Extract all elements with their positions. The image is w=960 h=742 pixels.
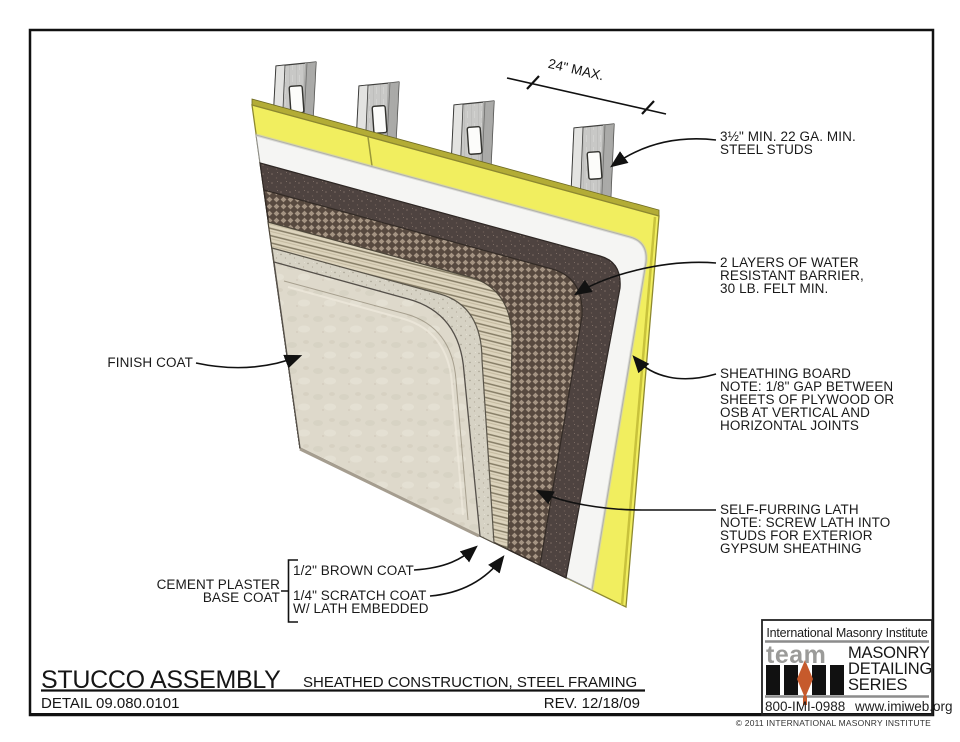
water-barrier-shade xyxy=(255,133,648,591)
leader-steel-studs xyxy=(610,138,717,168)
label-scratch-coat: 1/4" SCRATCH COAT W/ LATH EMBEDDED xyxy=(293,588,429,616)
institute-name: International Masonry Institute xyxy=(766,626,928,640)
imi-logo-mark xyxy=(766,660,844,705)
label-finish-coat: FINISH COAT xyxy=(107,355,193,370)
dimension-text: 24" MAX. xyxy=(547,56,606,83)
website-url: www.imiweb.org xyxy=(855,699,953,714)
team-wordmark: team xyxy=(766,641,827,669)
label-brown-coat: 1/2" BROWN COAT xyxy=(293,563,414,578)
trowel-icon xyxy=(797,660,813,698)
label-base-coat: CEMENT PLASTER BASE COAT xyxy=(156,577,280,605)
leader-scratch-coat xyxy=(429,555,505,597)
copyright-line: © 2011 INTERNATIONAL MASONRY INSTITUTE xyxy=(735,718,931,728)
finish-coat-bevel-line xyxy=(283,280,469,521)
dimension-line xyxy=(506,77,667,115)
drawing-title: STUCCO ASSEMBLY xyxy=(41,666,281,694)
dimension-tick xyxy=(641,100,655,115)
series-wordmark: MASONRY DETAILING SERIES xyxy=(848,644,933,694)
revision-date: REV. 12/18/09 xyxy=(543,695,640,712)
dimension-24-max xyxy=(506,75,667,115)
leader-water-barrier xyxy=(573,261,717,296)
logo-box xyxy=(761,619,933,716)
sheathing-edge-shade xyxy=(620,216,657,606)
label-steel-studs: 3½" MIN. 22 GA. MIN. STEEL STUDS xyxy=(720,129,856,157)
leader-sheathing-note xyxy=(632,355,717,380)
label-water-barrier: 2 LAYERS OF WATER RESISTANT BARRIER, 30 … xyxy=(720,255,864,296)
label-lath-note: SELF-FURRING LATH NOTE: SCREW LATH INTO … xyxy=(720,502,891,556)
detail-number: DETAIL 09.080.0101 xyxy=(41,695,180,712)
leader-lath-note xyxy=(535,489,716,511)
label-sheathing-note: SHEATHING BOARD NOTE: 1/8" GAP BETWEEN S… xyxy=(720,366,895,433)
leader-finish-coat xyxy=(195,354,303,369)
finish-coat-bottom-edge xyxy=(299,447,480,538)
sheathing-joint-line xyxy=(367,136,373,167)
base-coat-bracket xyxy=(281,559,298,623)
steel-studs xyxy=(271,61,615,219)
phone-number: 800-IMI-0988 xyxy=(765,699,846,714)
drawing-subtitle: SHEATHED CONSTRUCTION, STEEL FRAMING xyxy=(303,674,638,691)
dimension-tick xyxy=(526,75,540,90)
leader-lines xyxy=(195,138,717,597)
leader-brown-coat xyxy=(413,545,478,571)
finish-coat-highlight xyxy=(287,286,464,516)
trowel-handle xyxy=(803,696,807,705)
